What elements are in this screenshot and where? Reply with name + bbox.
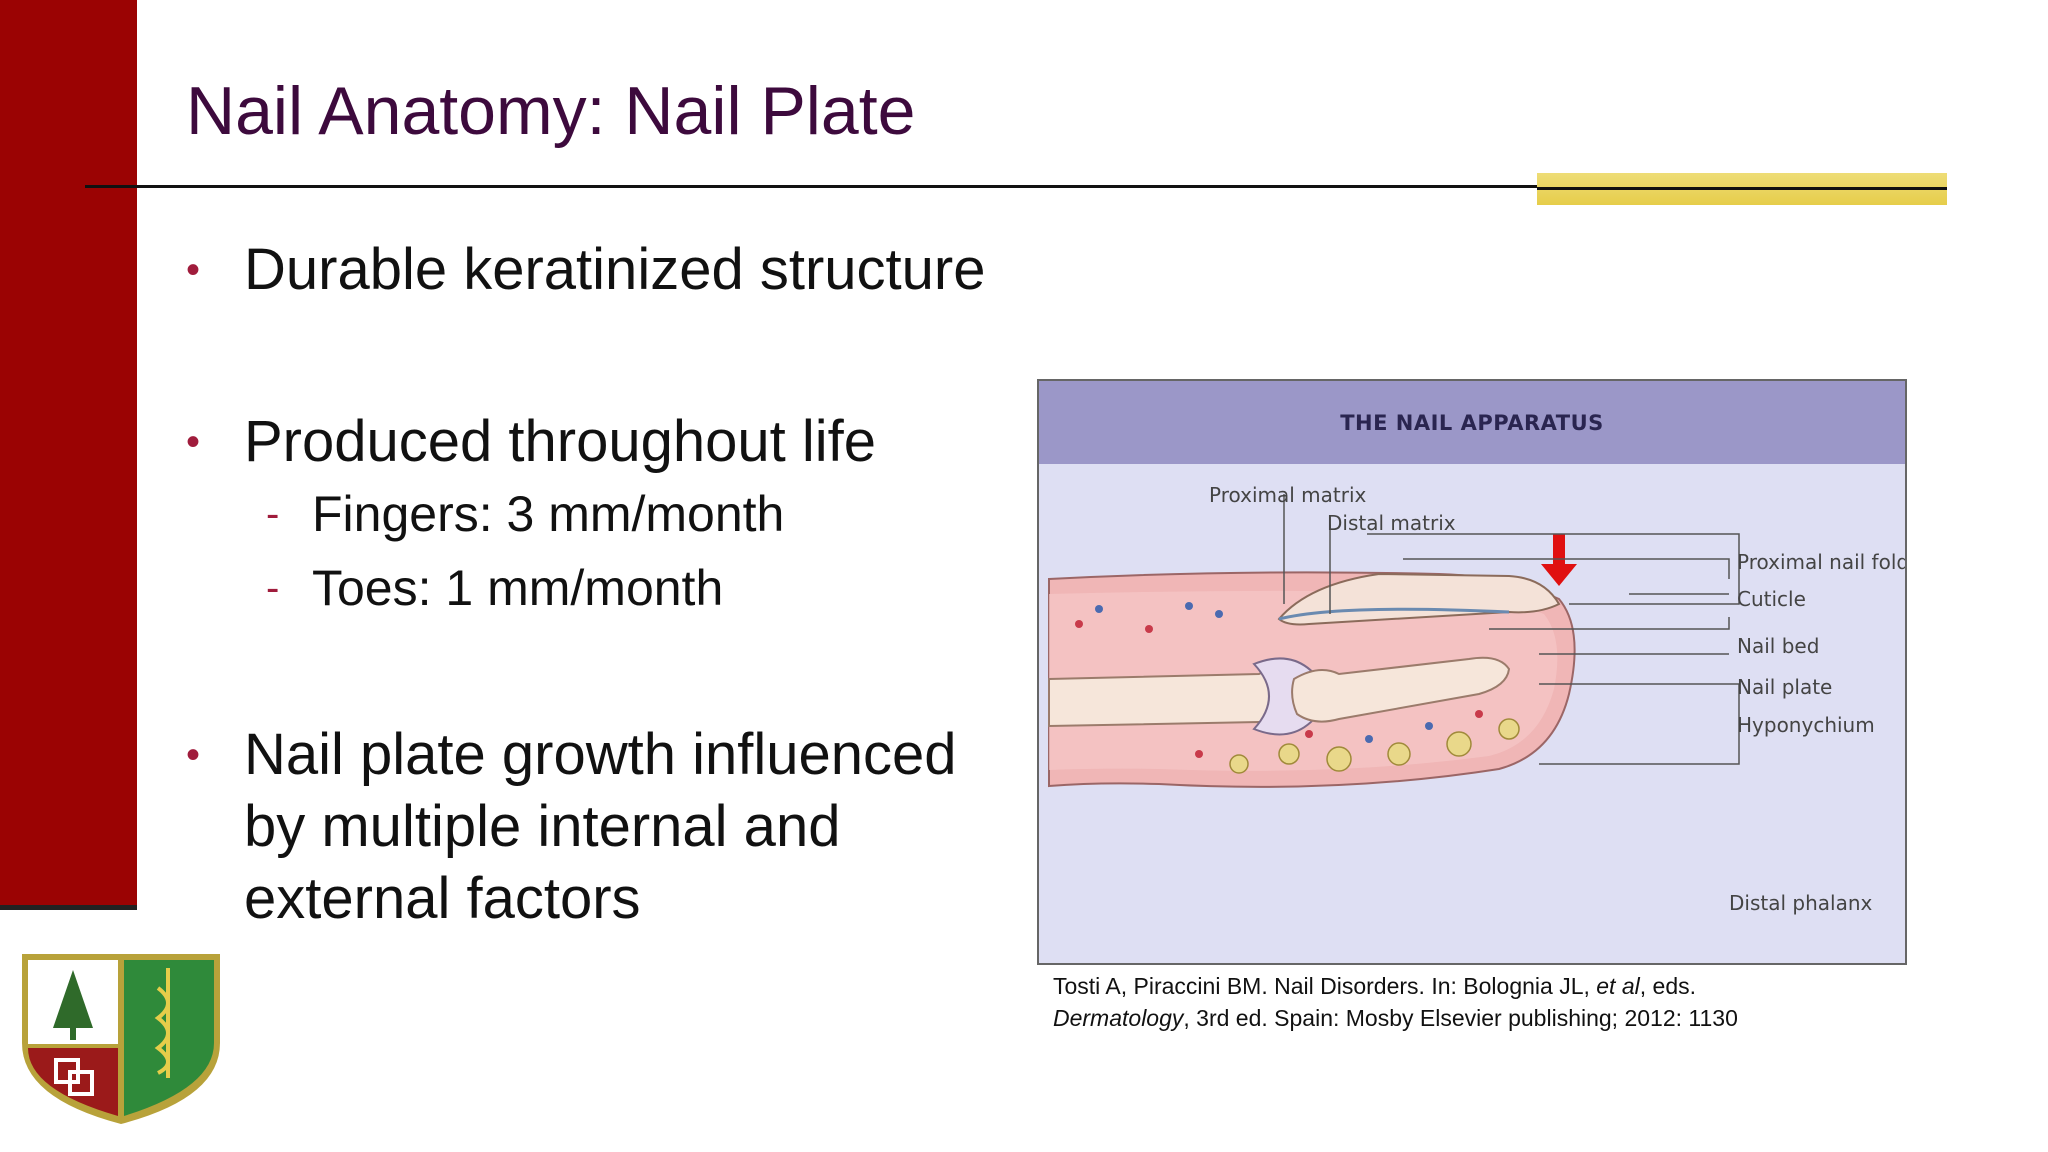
nail-anatomy-illustration (1048, 494, 1740, 788)
sub-bullet-item: - Toes: 1 mm/month (266, 558, 723, 618)
label-nail-plate: Nail plate (1737, 675, 1833, 699)
figure-citation: Tosti A, Piraccini BM. Nail Disorders. I… (1053, 970, 1738, 1034)
sub-bullet-item: - Fingers: 3 mm/month (266, 484, 784, 544)
label-proximal-nail-fold: Proximal nail fold (1737, 550, 1907, 574)
bullet-text: Nail plate growth influenced by multiple… (244, 722, 957, 931)
slide-title: Nail Anatomy: Nail Plate (186, 73, 916, 149)
tree-icon (53, 970, 93, 1040)
bullet-marker: • (186, 248, 201, 292)
sub-bullet-text: Toes: 1 mm/month (312, 560, 724, 616)
label-proximal-matrix: Proximal matrix (1209, 483, 1367, 507)
sidebar-accent-bar (0, 0, 137, 905)
label-nail-bed: Nail bed (1737, 634, 1820, 658)
bullet-text: Durable keratinized structure (244, 237, 986, 302)
sub-bullet-text: Fingers: 3 mm/month (312, 486, 785, 542)
bullet-text: Produced throughout life (244, 409, 876, 474)
label-hyponychium: Hyponychium (1737, 713, 1875, 737)
bullet-marker: • (186, 420, 201, 464)
bullet-marker: • (186, 733, 201, 777)
shield-logo (22, 954, 220, 1124)
citation-line-2: Dermatology, 3rd ed. Spain: Mosby Elsevi… (1053, 1005, 1738, 1031)
bullet-item: • Durable keratinized structure (186, 234, 1064, 306)
figure-header: THE NAIL APPARATUS (1039, 381, 1905, 464)
figure-title: THE NAIL APPARATUS (1340, 410, 1604, 435)
nail-apparatus-figure: THE NAIL APPARATUS (1037, 379, 1907, 965)
label-distal-phalanx: Distal phalanx (1729, 891, 1873, 915)
caduceus-icon (154, 968, 170, 1078)
label-distal-matrix: Distal matrix (1327, 511, 1456, 535)
bullet-item: • Nail plate growth influenced by multip… (186, 719, 1064, 935)
sub-bullet-marker: - (266, 566, 280, 610)
title-divider (85, 185, 1947, 188)
bullet-item: • Produced throughout life (186, 406, 1064, 478)
knot-icon (54, 1058, 94, 1096)
gold-accent-line (1537, 187, 1947, 190)
citation-line-1: Tosti A, Piraccini BM. Nail Disorders. I… (1053, 973, 1697, 999)
label-cuticle: Cuticle (1737, 587, 1806, 611)
sub-bullet-marker: - (266, 492, 280, 536)
